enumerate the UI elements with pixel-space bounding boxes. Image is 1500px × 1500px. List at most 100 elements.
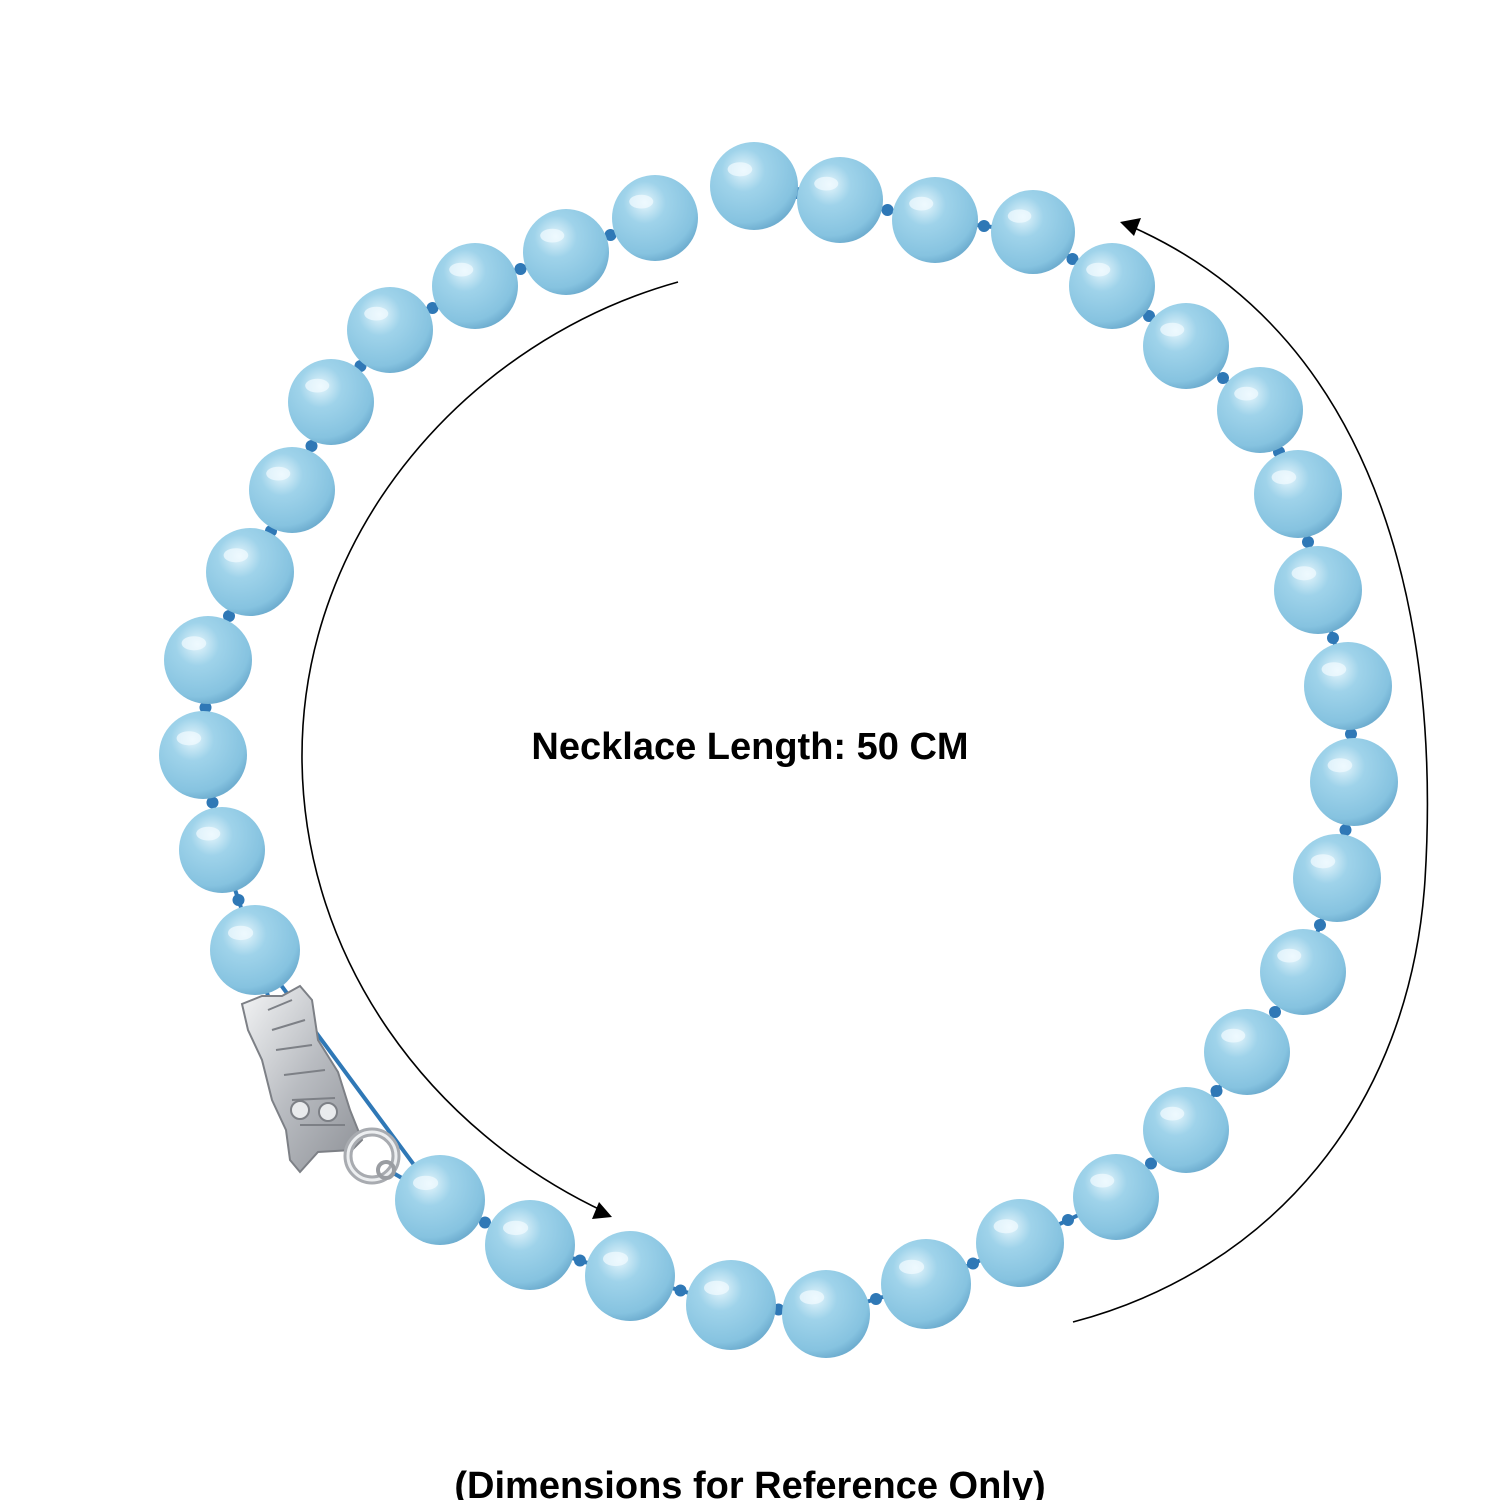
bead-body [249, 447, 335, 533]
bead-body [686, 1260, 776, 1350]
bead [991, 190, 1075, 274]
bead-body [892, 177, 978, 263]
bead-highlight [1310, 854, 1336, 869]
bead-body [395, 1155, 485, 1245]
bead-body [210, 905, 300, 995]
bead [249, 447, 335, 533]
bead-highlight [1221, 1028, 1246, 1043]
bead-highlight [266, 466, 291, 481]
bead-highlight [603, 1251, 629, 1267]
bead [347, 287, 433, 373]
thread-knot [674, 1284, 687, 1297]
thread-knot [1302, 536, 1314, 548]
bead [976, 1199, 1064, 1287]
bead-highlight [727, 162, 753, 177]
bead-highlight [1090, 1173, 1115, 1188]
thread-knot [199, 701, 212, 714]
bead-body [612, 175, 698, 261]
bead-body [523, 209, 609, 295]
bead [1069, 243, 1155, 329]
bead-body [991, 190, 1075, 274]
bead-body [881, 1239, 971, 1329]
bead [485, 1200, 575, 1290]
bead [585, 1231, 675, 1321]
bead-highlight [364, 306, 389, 321]
bead-highlight [540, 228, 565, 243]
bead-highlight [1327, 758, 1353, 773]
thread-knot [604, 229, 617, 241]
bead-body [1260, 929, 1346, 1015]
bead [206, 528, 294, 616]
bead [1204, 1009, 1290, 1095]
bead [1310, 738, 1398, 826]
bead-body [1069, 243, 1155, 329]
thread-knot [978, 220, 990, 232]
bead-highlight [1160, 322, 1185, 337]
bead-body [1217, 367, 1303, 453]
bead-body [1073, 1154, 1159, 1240]
bead [797, 157, 883, 243]
bead [881, 1239, 971, 1329]
thread-knot [1217, 372, 1229, 384]
thread-knot [223, 610, 235, 622]
left-arrow-head-icon [592, 1202, 612, 1219]
bead-highlight [799, 1290, 825, 1305]
bead-body [1143, 303, 1229, 389]
bead [686, 1260, 776, 1350]
right-measurement-arc [1072, 225, 1429, 1323]
bead-body [288, 359, 374, 445]
thread-knot [1145, 1157, 1157, 1170]
dragon-clasp-icon [240, 984, 401, 1185]
bead-body [206, 528, 294, 616]
bead [288, 359, 374, 445]
thread-knot [881, 204, 894, 216]
bead-body [710, 142, 798, 230]
thread-knot [967, 1257, 979, 1270]
bead-highlight [196, 826, 221, 841]
bead-body [585, 1231, 675, 1321]
bead-body [164, 616, 252, 704]
bead-highlight [413, 1175, 439, 1191]
thread-knot [1339, 824, 1352, 836]
bead-highlight [1321, 662, 1347, 677]
bead [164, 616, 252, 704]
thread-knot [1062, 1214, 1074, 1226]
bead [523, 209, 609, 295]
bead [1217, 367, 1303, 453]
bead [1073, 1154, 1159, 1240]
bead [1254, 450, 1342, 538]
bead [395, 1155, 485, 1245]
thread-knot [305, 440, 318, 452]
bead-highlight [223, 548, 249, 563]
bead [179, 807, 265, 893]
thread-knot [514, 263, 527, 275]
bead-highlight [993, 1219, 1019, 1234]
bead-highlight [899, 1259, 925, 1275]
bead [1274, 546, 1362, 634]
necklace-length-label: Necklace Length: 50 CM [531, 726, 969, 768]
bead-highlight [629, 194, 654, 209]
bead [210, 905, 300, 995]
thread-knot [1269, 1006, 1281, 1018]
bead-highlight [704, 1280, 730, 1296]
bead [612, 175, 698, 261]
thread-knot [232, 894, 245, 906]
bead [1260, 929, 1346, 1015]
bead-highlight [1007, 209, 1032, 223]
left-measurement-arc [301, 281, 679, 1213]
bead-highlight [1160, 1106, 1185, 1121]
thread-knot [479, 1216, 491, 1229]
thread-knot [1066, 253, 1079, 265]
bead [710, 142, 798, 230]
bead-body [976, 1199, 1064, 1287]
thread-knot [1314, 919, 1326, 931]
bead [1293, 834, 1381, 922]
bead-body [782, 1270, 870, 1358]
bead [782, 1270, 870, 1358]
thread-knot [426, 302, 439, 314]
bead-body [485, 1200, 575, 1290]
bead-body [1304, 642, 1392, 730]
thread-knot [1210, 1085, 1223, 1097]
necklace-beads [159, 142, 1398, 1358]
